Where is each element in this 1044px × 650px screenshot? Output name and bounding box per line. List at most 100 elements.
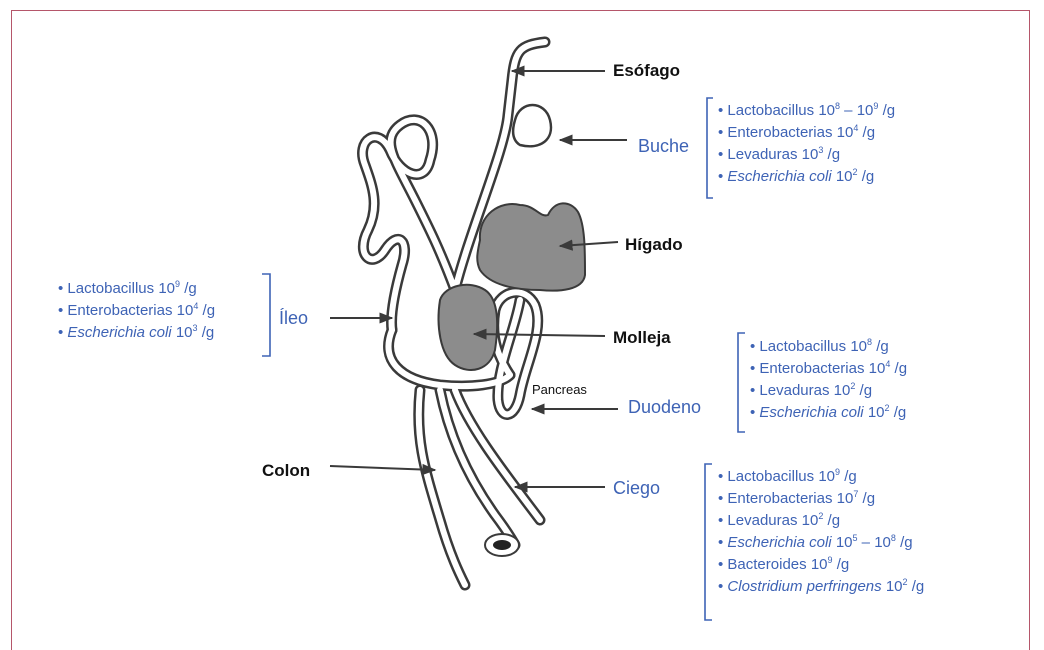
count-exponent: 9 [835,467,840,477]
label-higado: Hígado [625,236,683,253]
count-exponent: 8 [867,337,872,347]
count-base: 10 [802,146,819,163]
bacteria-list-ileo: Lactobacillus 109 /gEnterobacterias 104 … [58,278,215,344]
count-unit: /g [876,338,889,355]
label-esofago: Esófago [613,62,680,79]
count-unit: /g [828,146,841,163]
liver-shape [477,203,585,290]
bacteria-entry: Escherichia coli 102 /g [718,166,895,188]
bacteria-name: Lactobacillus [67,280,154,297]
count-base: 10 [837,490,854,507]
bracket-buche [707,98,713,198]
count-unit: /g [900,534,913,551]
count-exponent: 3 [818,145,823,155]
count-base: 10 [177,302,194,319]
count-exponent: 8 [835,101,840,111]
count-base: 10 [176,324,193,341]
bacteria-name: Bacteroides [727,556,806,573]
count-unit: /g [912,578,925,595]
count-unit: /g [828,512,841,529]
bacteria-entry: Lactobacillus 109 /g [58,278,215,300]
count-exponent: 2 [853,167,858,177]
count-unit: /g [184,280,197,297]
label-pancreas: Pancreas [532,383,587,396]
count-base: 10 [802,512,819,529]
bacteria-name: Enterobacterias [727,124,832,141]
bacteria-name: Lactobacillus [759,338,846,355]
count-exponent: 4 [885,359,890,369]
bracket-ciego [705,464,712,620]
count-exponent-upper: 8 [891,533,896,543]
bacteria-entry: Bacteroides 109 /g [718,554,924,576]
count-exponent-upper: 9 [873,101,878,111]
count-exponent: 5 [853,533,858,543]
bacteria-name: Escherichia coli [727,168,831,185]
count-exponent: 9 [175,279,180,289]
count-exponent: 2 [903,577,908,587]
label-ciego: Ciego [613,479,660,497]
count-unit: /g [883,102,896,119]
bacteria-entry: Enterobacterias 104 /g [718,122,895,144]
bacteria-name: Enterobacterias [727,490,832,507]
bacteria-entry: Escherichia coli 105 – 108 /g [718,532,924,554]
bacteria-name: Lactobacillus [727,102,814,119]
label-molleja: Molleja [613,329,671,346]
count-unit: /g [862,168,875,185]
count-unit: /g [860,382,873,399]
count-base: 10 [811,556,828,573]
bacteria-entry: Clostridium perfringens 102 /g [718,576,924,598]
bacteria-name: Enterobacterias [759,360,864,377]
bacteria-entry: Lactobacillus 108 – 109 /g [718,100,895,122]
label-buche: Buche [638,137,689,155]
bracket-ileo [262,274,270,356]
bacteria-entry: Levaduras 102 /g [718,510,924,532]
bacteria-list-buche: Lactobacillus 108 – 109 /gEnterobacteria… [718,100,895,188]
count-unit: /g [894,404,907,421]
count-unit: /g [863,490,876,507]
bacteria-entry: Lactobacillus 109 /g [718,466,924,488]
bacteria-entry: Enterobacterias 107 /g [718,488,924,510]
bacteria-name: Clostridium perfringens [727,578,881,595]
bracket-duodeno [738,333,745,432]
label-colon: Colon [262,462,310,479]
bacteria-name: Escherichia coli [727,534,831,551]
count-unit: /g [863,124,876,141]
count-base: 10 [158,280,175,297]
count-unit: /g [895,360,908,377]
label-duodeno: Duodeno [628,398,701,416]
count-exponent: 4 [853,123,858,133]
bacteria-list-duodeno: Lactobacillus 108 /gEnterobacterias 104 … [750,336,907,424]
count-base: 10 [834,382,851,399]
bacteria-name: Levaduras [727,146,797,163]
cloaca-opening [485,534,519,556]
count-unit: /g [837,556,850,573]
count-unit: /g [202,324,215,341]
count-exponent: 2 [818,511,823,521]
bacteria-entry: Enterobacterias 104 /g [750,358,907,380]
label-ileo: Íleo [279,309,308,327]
count-base: 10 [868,404,885,421]
bacteria-entry: Enterobacterias 104 /g [58,300,215,322]
count-exponent: 4 [193,301,198,311]
bacteria-entry: Levaduras 102 /g [750,380,907,402]
bacteria-entry: Escherichia coli 103 /g [58,322,215,344]
count-base-upper: 10 [857,102,874,119]
bacteria-name: Levaduras [727,512,797,529]
count-exponent: 9 [828,555,833,565]
count-unit: /g [203,302,216,319]
count-base: 10 [869,360,886,377]
bacteria-name: Lactobacillus [727,468,814,485]
crop-shape [513,105,551,146]
count-unit: /g [844,468,857,485]
bacteria-list-ciego: Lactobacillus 109 /gEnterobacterias 107 … [718,466,924,598]
count-base-upper: 10 [874,534,891,551]
count-base: 10 [836,534,853,551]
count-base: 10 [850,338,867,355]
bacteria-entry: Levaduras 103 /g [718,144,895,166]
count-base: 10 [886,578,903,595]
bacteria-name: Enterobacterias [67,302,172,319]
count-base: 10 [818,468,835,485]
bacteria-entry: Lactobacillus 108 /g [750,336,907,358]
bacteria-name: Escherichia coli [759,404,863,421]
count-base: 10 [818,102,835,119]
